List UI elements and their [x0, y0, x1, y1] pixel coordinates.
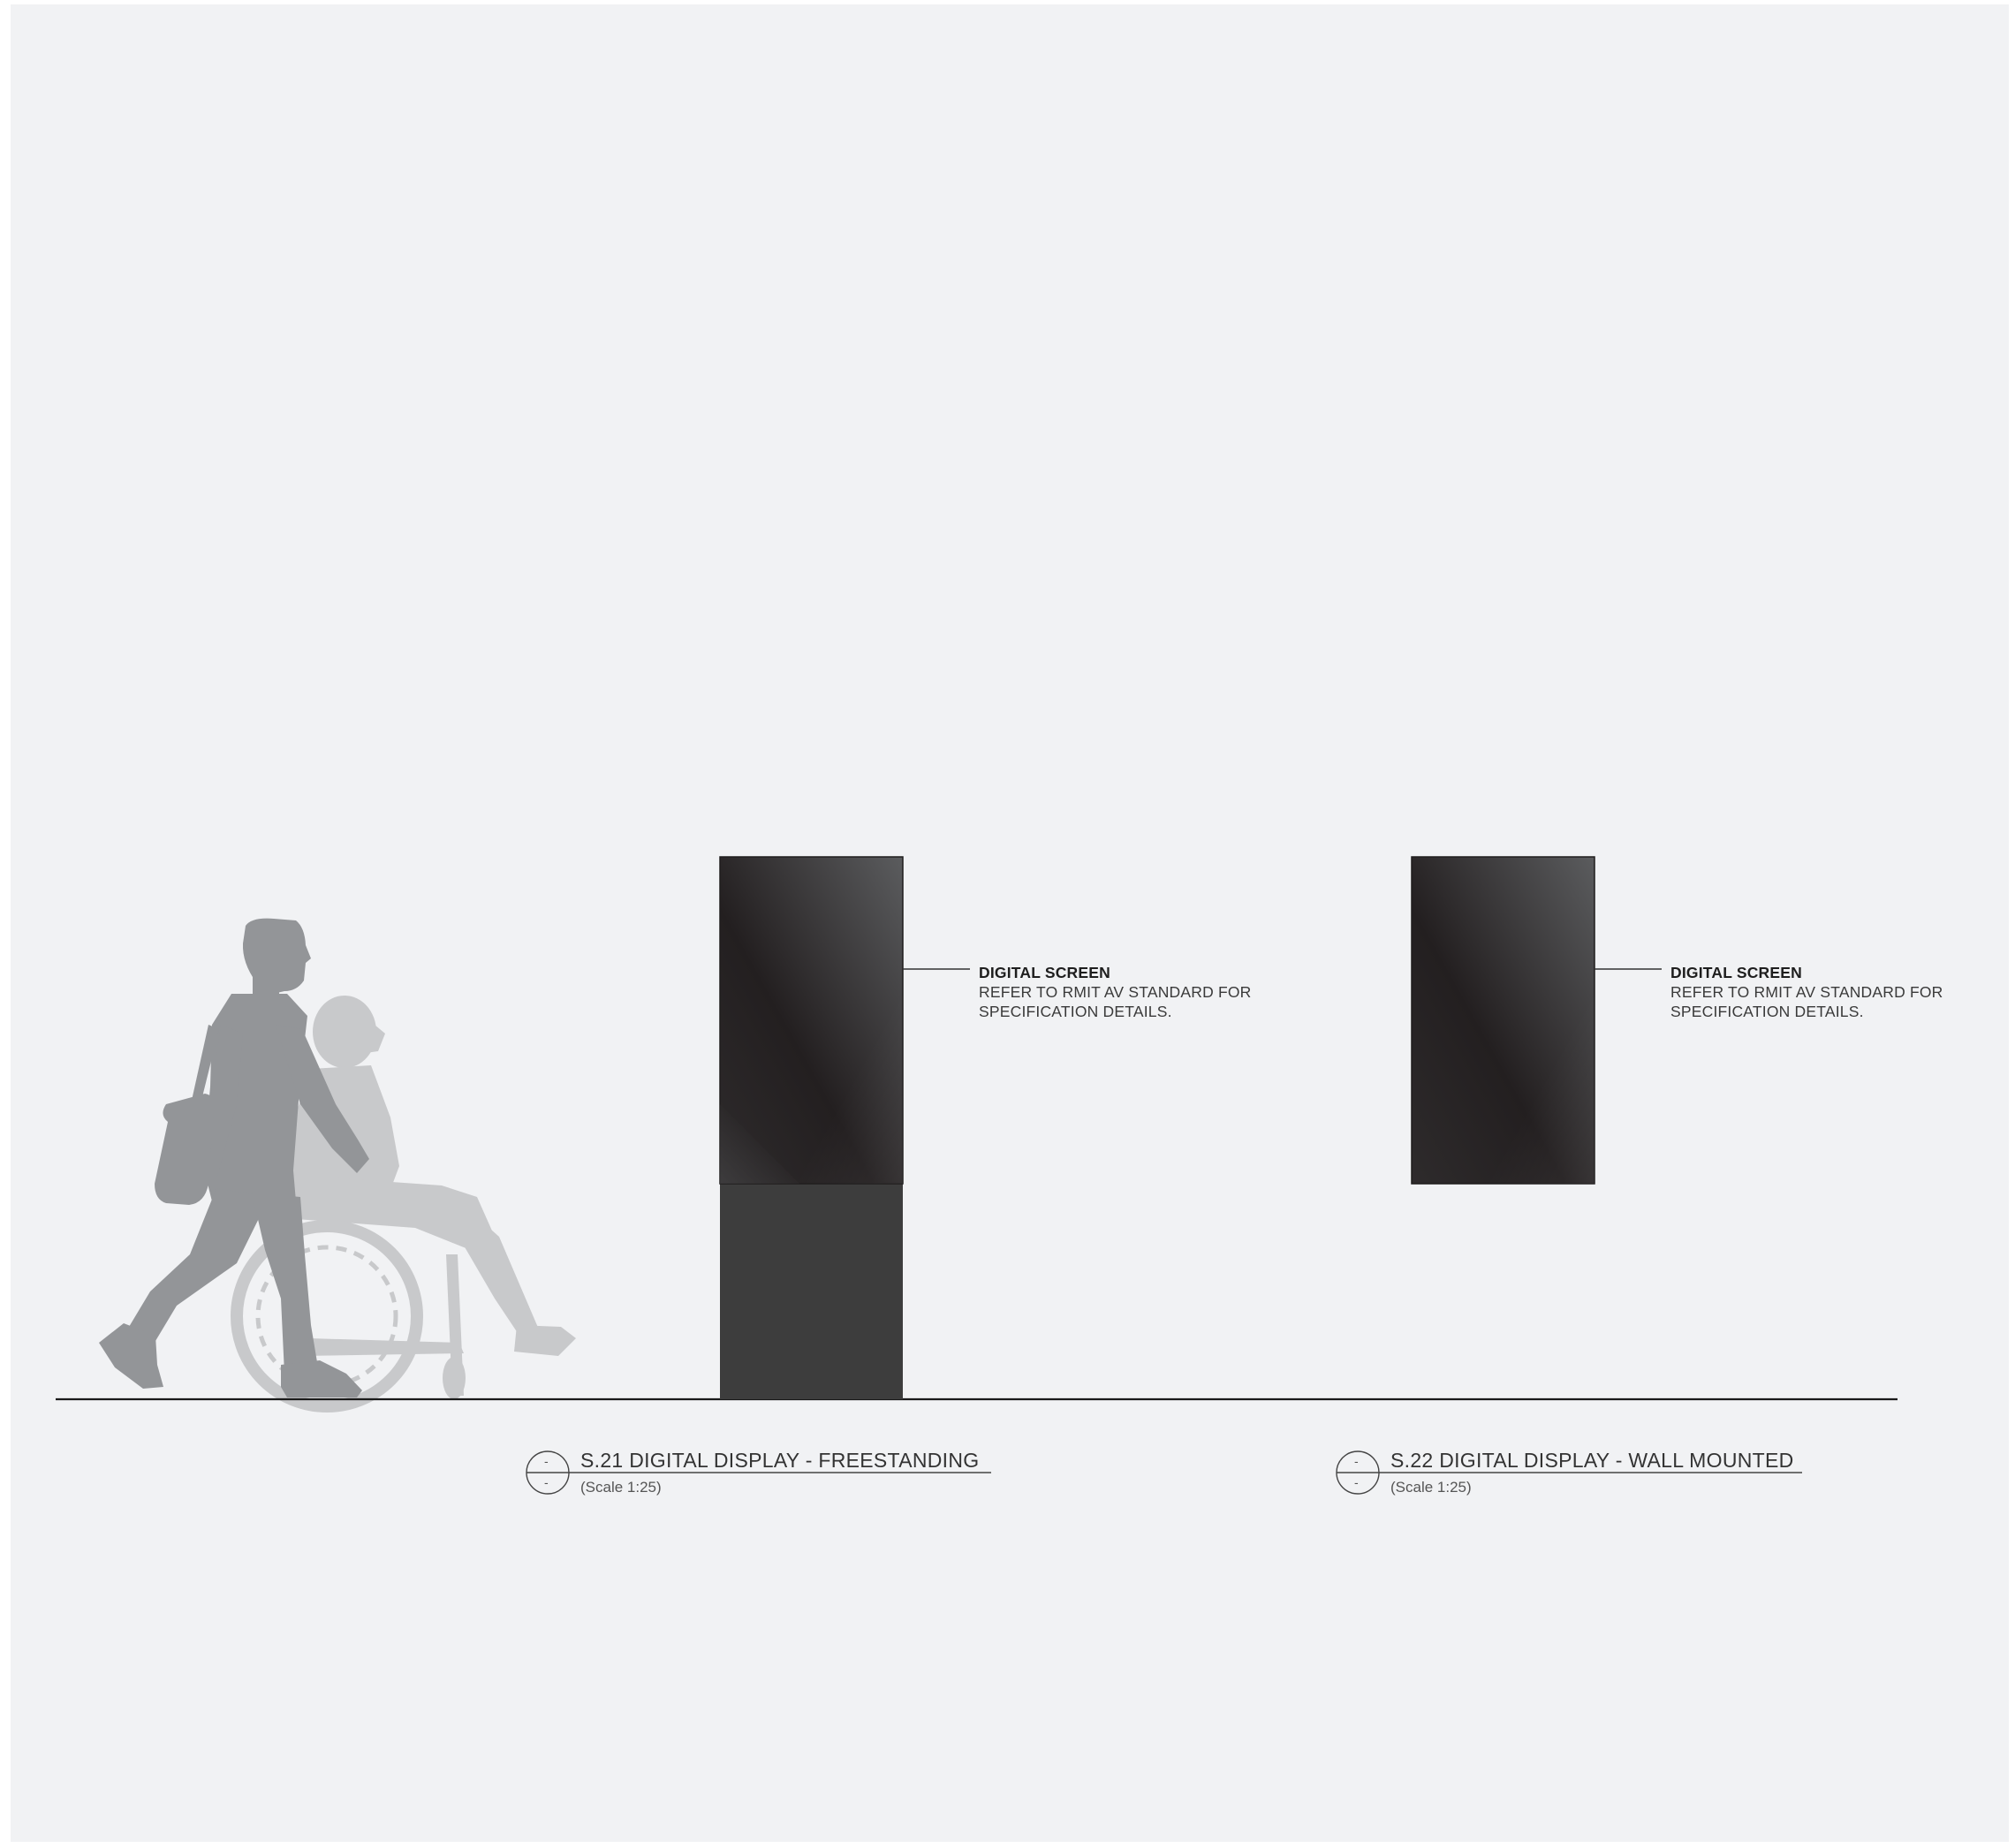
freestanding-plinth [720, 1184, 903, 1399]
marker-top-s22: - [1354, 1454, 1359, 1468]
marker-top-s21: - [544, 1454, 549, 1468]
callout-line: REFER TO RMIT AV STANDARD FOR [1670, 983, 1943, 1001]
callout-line: SPECIFICATION DETAILS. [1670, 1003, 1864, 1020]
callout-line: SPECIFICATION DETAILS. [979, 1003, 1172, 1020]
view-scale-s22: (Scale 1:25) [1390, 1479, 1472, 1496]
callout-title: DIGITAL SCREEN [1670, 964, 1802, 981]
pedestrian-figure [99, 918, 369, 1397]
view-scale-s21: (Scale 1:25) [580, 1479, 662, 1496]
view-marker-s21 [526, 1450, 991, 1495]
view-marker-s22 [1336, 1450, 1802, 1495]
marker-bottom-s22: - [1354, 1475, 1359, 1489]
callout-s21: DIGITAL SCREEN REFER TO RMIT AV STANDARD… [979, 963, 1252, 1021]
freestanding-display [719, 856, 904, 1399]
callout-line: REFER TO RMIT AV STANDARD FOR [979, 983, 1252, 1001]
drawing-sheet [11, 4, 2009, 1842]
callout-s22: DIGITAL SCREEN REFER TO RMIT AV STANDARD… [1670, 963, 1943, 1021]
view-title-s22: S.22 DIGITAL DISPLAY - WALL MOUNTED [1390, 1449, 1794, 1472]
wall-mounted-display [1411, 856, 1595, 1185]
marker-bottom-s21: - [544, 1475, 549, 1489]
callout-title: DIGITAL SCREEN [979, 964, 1110, 981]
view-title-s21: S.21 DIGITAL DISPLAY - FREESTANDING [580, 1449, 980, 1472]
